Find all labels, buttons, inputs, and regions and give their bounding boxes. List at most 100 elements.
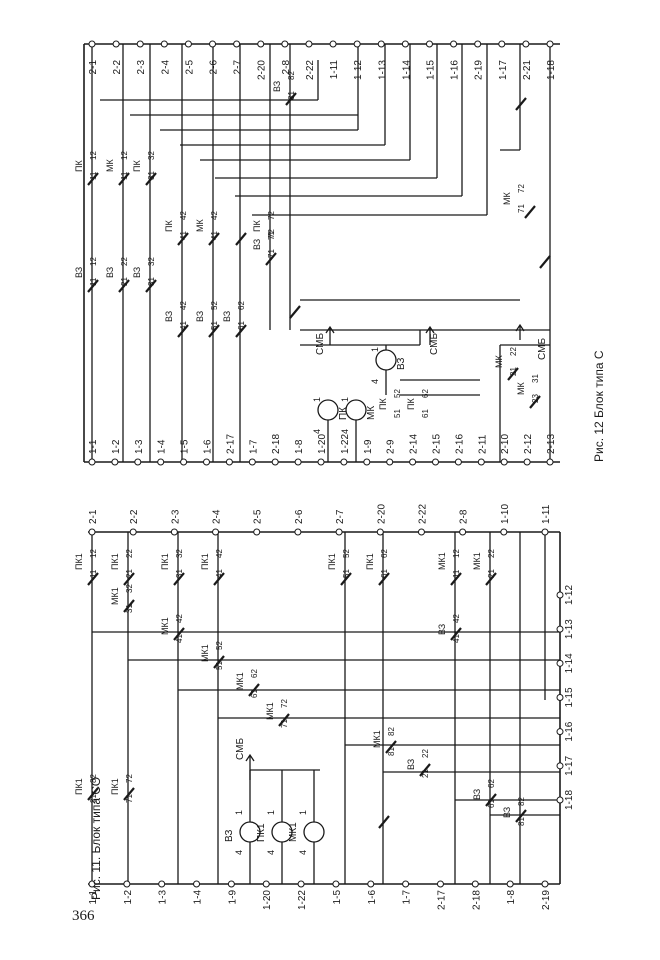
terminal-1-2 [123,880,131,888]
terminal-label: 2-11 [477,434,488,454]
contact-pin-b: 22 [509,347,518,356]
contact-relay-label: ВЗ [74,267,84,278]
fig12-supply-label-1: СМБ [315,333,326,355]
fig11-caption: Рис. 11. Блок типа СО [89,777,103,900]
contact-pin-b: 82 [287,71,296,80]
terminal-1-22 [340,458,348,466]
coil-relay-label: МК1 [288,822,299,842]
coil-mk [345,399,367,421]
coil-relay-label: ВЗ [224,830,235,842]
contact-pin-a: 41 [179,231,188,240]
terminal-label: 2-3 [136,60,147,75]
terminal-2-22 [305,40,313,48]
contact-pin-b: 62 [421,389,430,398]
contact-relay-label: МК1 [437,552,447,570]
terminal-label: 1-15 [564,687,575,707]
terminal-1-7 [402,880,410,888]
terminal-label: 2-12 [523,434,534,454]
contact-pin-a: 81 [517,817,526,826]
terminal-label: 1-5 [180,439,191,454]
terminal-label: 2-8 [281,60,292,75]
terminal-label: 1-9 [227,890,238,905]
contact-pin-b: 82 [387,727,396,736]
terminal-1-20 [262,880,270,888]
fig11-frame [88,531,561,885]
terminal-2-3 [136,40,144,48]
contact-pin-a: 51 [342,569,351,578]
contact-pin-a: 31 [147,277,156,286]
terminal-label: 1-22 [340,434,351,454]
contact-pin-b: 42 [179,301,188,310]
contact-relay-label: МК1 [110,587,120,605]
terminal-1-18 [546,40,554,48]
terminal-1-5 [332,880,340,888]
contact-pin-b: 22 [421,749,430,758]
terminal-label: 2-2 [112,60,123,75]
terminal-label: 2-4 [212,509,223,524]
coil-pin: 1 [312,397,322,402]
contact-pin-a: 61 [421,409,430,418]
contact-pin-b: 52 [342,549,351,558]
terminal-label: 1-3 [134,439,145,454]
contact-pin-a: 11 [120,171,129,180]
terminal-label: 2-2 [129,509,140,524]
terminal-1-11 [329,40,337,48]
terminal-label: 1-17 [564,755,575,775]
terminal-2-3 [170,528,178,536]
figure-12: 2-12-22-32-42-52-62-72-202-82-221-111-12… [74,40,606,466]
terminal-2-6 [209,40,217,48]
contact-pin-b: 62 [250,669,259,678]
contact-pin-b: 12 [120,151,129,160]
terminal-label: 1-9 [363,439,374,454]
terminal-2-4 [160,40,168,48]
fig12-frame [83,43,560,463]
contact-pin-b: 42 [452,614,461,623]
terminal-1-12 [353,40,361,48]
terminal-1-14 [401,40,409,48]
coil-pin: 1 [234,810,244,815]
terminal-2-8 [281,40,289,48]
terminal-2-8 [459,528,467,536]
contact-pin-a: 81 [89,794,98,803]
terminal-1-4 [157,458,165,466]
terminal-1-3 [134,458,142,466]
contact-pin-b: 12 [452,549,461,558]
terminal-label: 1-8 [506,890,517,905]
terminal-label: 2-22 [305,60,316,80]
terminal-2-2 [129,528,137,536]
terminal-2-10 [500,458,508,466]
contact-relay-label: МК1 [160,617,170,635]
terminal-label: 1-2 [111,439,122,454]
contact-relay-label: ПК [252,220,262,232]
terminal-label: 1-16 [564,721,575,741]
terminal-2-19 [474,40,482,48]
terminal-label: 2-19 [474,60,485,80]
terminal-label: 2-7 [233,60,244,75]
terminal-2-16 [454,458,462,466]
contact-relay-label: МК1 [235,672,245,690]
fig12-coils [300,323,550,462]
coil-mk1 [303,821,325,843]
contact-pin-a: 61 [250,689,259,698]
contact-pin-a: 31 [125,604,134,613]
terminal-2-5 [253,528,261,536]
fig12-caption: Рис. 12 Блок типа С [592,350,606,462]
terminal-label: 1-13 [377,60,388,80]
coil-pin: 1 [298,810,308,815]
terminal-2-20 [376,528,384,536]
coil-pin: 1 [266,810,276,815]
terminal-label: 1-14 [564,653,575,673]
contact-pin-b: 72 [267,229,276,238]
terminal-label: 2-6 [294,509,305,524]
terminal-label: 1-22 [297,890,308,910]
terminal-1-17 [556,762,564,770]
contact-pin-b: 12 [89,151,98,160]
contact-pin-a: 21 [421,769,430,778]
terminal-1-16 [450,40,458,48]
terminal-label: 1-17 [498,60,509,80]
terminal-label: 1-12 [353,60,364,80]
contact-pin-a: 71 [267,231,276,240]
page-number: 366 [72,908,95,924]
